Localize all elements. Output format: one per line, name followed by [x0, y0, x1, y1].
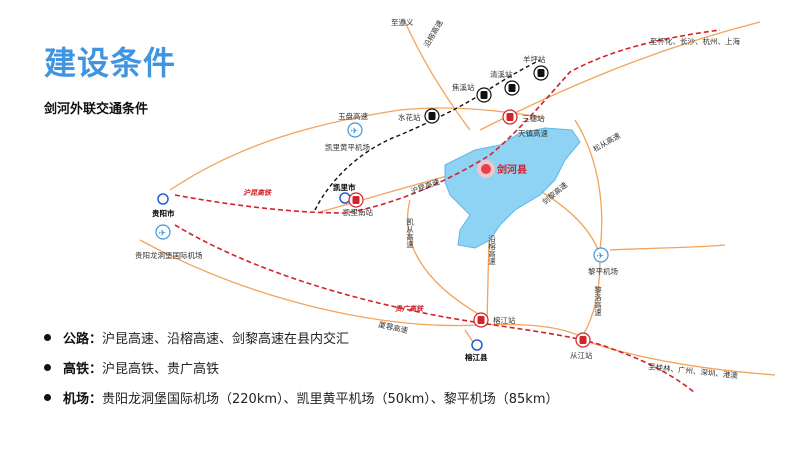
- svg-text:三穗站: 三穗站: [522, 113, 545, 123]
- svg-text:凯里黄平机场: 凯里黄平机场: [325, 142, 370, 152]
- station-qingxi: 清溪站: [490, 69, 520, 96]
- highway-hukun-label: 沪昆高速: [409, 176, 441, 196]
- svg-text:凯里南站: 凯里南站: [343, 207, 373, 217]
- bullet-dot: [44, 393, 51, 401]
- page-subtitle: 剑河外联交通条件: [44, 102, 149, 117]
- highway-yupan-label: 玉盘高速: [338, 111, 368, 121]
- svg-text:✈: ✈: [351, 127, 359, 137]
- bullet-list: 公路： 沪昆高速、沿榕高速、剑黎高速在县内交汇 高铁： 沪昆高铁、贵广高铁 机场…: [44, 322, 559, 412]
- county-area: [444, 127, 581, 249]
- highway-liluo: [582, 259, 601, 336]
- svg-text:焦溪站: 焦溪站: [452, 82, 475, 92]
- svg-text:水花站: 水花站: [398, 112, 421, 122]
- rail-guiguang: [174, 224, 696, 394]
- svg-text:黎平机场: 黎平机场: [588, 266, 618, 276]
- rail-kaili-yangping: [314, 59, 541, 211]
- svg-text:从江站: 从江站: [570, 350, 593, 360]
- highway-kaicong: [406, 199, 481, 316]
- rail-hukun: [174, 29, 721, 214]
- direction-southeast-label: 至桂林、广州、深圳、港澳: [648, 361, 739, 380]
- highway-network: [139, 21, 776, 376]
- county-marker: 剑河县: [477, 160, 527, 178]
- page-title: 建设条件: [44, 44, 177, 82]
- bullet-label: 机场：: [63, 391, 103, 407]
- bullet-rail: 高铁： 沪昆高铁、贵广高铁: [44, 352, 559, 382]
- svg-text:凯里市: 凯里市: [333, 182, 356, 192]
- station-yangping: 羊坪站: [523, 54, 549, 81]
- highway-songcong: [574, 119, 603, 251]
- highway-southeast: [582, 339, 776, 376]
- svg-text:榕江县: 榕江县: [465, 352, 488, 362]
- railway-network: [174, 29, 721, 394]
- direction-northeast-label: 至怀化、长沙、杭州、上海: [650, 36, 740, 46]
- rail-guiguang-label: 贵广高铁: [395, 304, 424, 313]
- svg-text:清溪站: 清溪站: [490, 69, 513, 79]
- highway-yanrong-label: 沿榕高速: [421, 18, 445, 49]
- highway-xiarong: [139, 239, 584, 339]
- city-rongjiang: 榕江县: [465, 339, 488, 362]
- highway-songcong-label: 松从高速: [591, 130, 622, 154]
- bullet-text: 沪昆高铁、贵广高铁: [102, 361, 220, 377]
- station-congjiang: 从江站: [570, 332, 593, 360]
- highway-yanrong-north: [404, 21, 471, 131]
- svg-text:✈: ✈: [159, 229, 167, 239]
- svg-text:贵阳市: 贵阳市: [152, 208, 175, 218]
- highway-tianjian-label: 天镇高速: [518, 128, 548, 138]
- bullet-airport: 机场： 贵阳龙洞堡国际机场（220km）、凯里黄平机场（50km）、黎平机场（8…: [44, 382, 559, 412]
- svg-text:贵阳龙洞堡国际机场: 贵阳龙洞堡国际机场: [135, 250, 203, 260]
- city-guiyang: 贵阳市: [152, 193, 175, 218]
- station-kaili-south: 凯里南站: [343, 192, 373, 217]
- bullet-label: 高铁：: [63, 361, 103, 377]
- svg-text:羊坪站: 羊坪站: [523, 54, 546, 64]
- bullet-dot: [44, 363, 51, 371]
- bullet-label: 公路：: [63, 331, 103, 347]
- bullet-dot: [44, 333, 51, 341]
- highway-yupan: [169, 107, 546, 191]
- highway-liluo-label: 黎洛高速: [593, 285, 602, 318]
- station-jiaoxi: 焦溪站: [452, 82, 492, 103]
- airport-guiyang: ✈ 贵阳龙洞堡国际机场: [135, 224, 203, 260]
- svg-text:✈: ✈: [597, 252, 605, 262]
- station-sansui: 三穗站: [502, 109, 545, 125]
- rail-hukun-label: 沪昆高铁: [243, 188, 272, 197]
- bullet-text: 贵阳龙洞堡国际机场（220km）、凯里黄平机场（50km）、黎平机场（85km）: [102, 391, 559, 407]
- highway-yanrong-south-label: 沿榕高速: [487, 235, 496, 266]
- airport-liping: ✈ 黎平机场: [588, 247, 618, 276]
- bullet-highway: 公路： 沪昆高速、沿榕高速、剑黎高速在县内交汇: [44, 322, 559, 352]
- station-shuihua: 水花站: [398, 108, 440, 124]
- svg-text:榕江站: 榕江站: [493, 315, 516, 325]
- highway-kaicong-label: 凯从高速: [405, 217, 414, 250]
- station-rongjiang: 榕江站: [473, 312, 516, 328]
- bullet-text: 沪昆高速、沿榕高速、剑黎高速在县内交汇: [102, 331, 350, 347]
- highway-east: [609, 244, 726, 251]
- direction-north-label: 至遵义: [391, 17, 414, 27]
- airport-kaili-huangping: ✈ 凯里黄平机场: [325, 122, 370, 152]
- svg-text:剑河县: 剑河县: [496, 163, 527, 176]
